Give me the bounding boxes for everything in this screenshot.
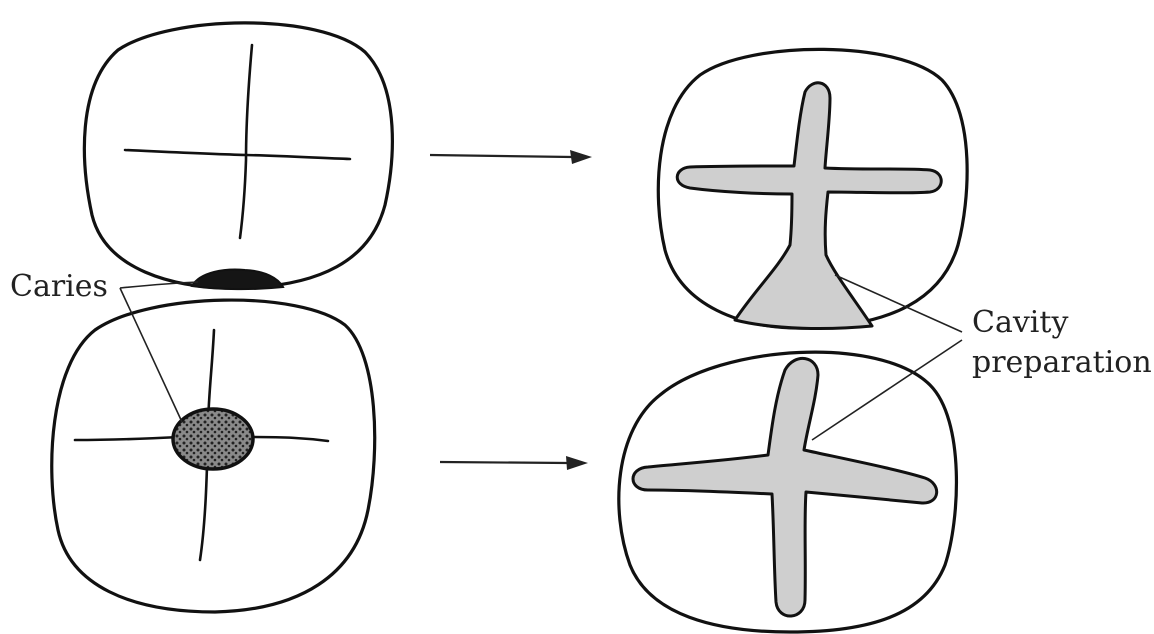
arrow-top bbox=[430, 150, 592, 164]
tooth-top-right bbox=[658, 49, 967, 328]
occlusal-caries-lesion bbox=[173, 409, 253, 469]
cavity-preparation-outline bbox=[677, 83, 941, 329]
caries-label-group: Caries bbox=[10, 269, 198, 422]
cavity-leader-to-bottom bbox=[812, 340, 962, 440]
caries-label: Caries bbox=[10, 269, 108, 304]
central-groove-vertical bbox=[240, 45, 252, 238]
cavity-label-line2: preparation bbox=[972, 345, 1152, 380]
tooth-bottom-right bbox=[619, 352, 957, 632]
proximal-caries-lesion bbox=[192, 270, 283, 290]
cavity-label-line1: Cavity bbox=[972, 305, 1068, 340]
central-groove-horizontal bbox=[125, 150, 350, 159]
tooth-bottom-left bbox=[52, 300, 375, 612]
arrow-bottom bbox=[440, 456, 588, 470]
tooth-top-left bbox=[84, 23, 392, 289]
cavity-preparation-outline bbox=[633, 358, 937, 616]
